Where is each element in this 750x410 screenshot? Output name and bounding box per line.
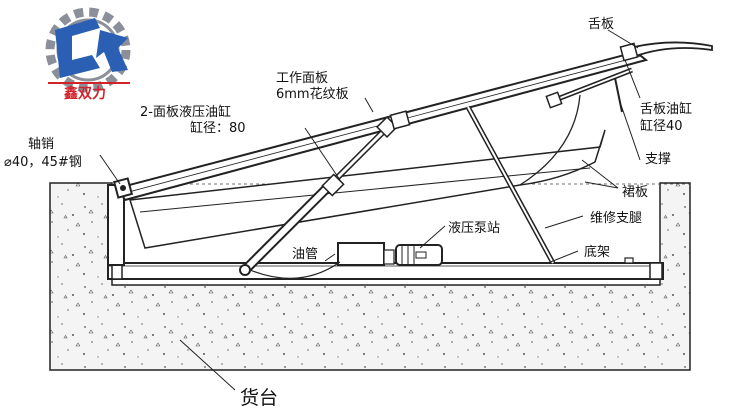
oil-pipe: [249, 261, 341, 279]
brand-name: 鑫双力: [63, 85, 106, 102]
leader-lines: [99, 29, 641, 391]
main-cylinder: [239, 110, 411, 276]
label-pivot-pin-line2: ⌀40，45#钢: [4, 155, 82, 170]
label-support: 支撑: [645, 152, 671, 167]
label-hydraulic-station: 液压泵站: [448, 221, 500, 236]
label-lip-cylinder-line1: 舌板油缸: [640, 101, 692, 117]
label-main-cylinder-line2: 缸径：80: [190, 120, 246, 136]
label-work-surface-line1: 工作面板: [276, 71, 328, 86]
lip-plate: [619, 41, 713, 62]
hydraulic-station: [337, 242, 443, 266]
label-pivot-pin-line1: 轴销: [28, 137, 54, 152]
label-maintenance-leg: 维修支腿: [590, 211, 642, 226]
skirt-plate: [129, 94, 606, 249]
label-lip-cylinder-line2: 缸径40: [640, 118, 683, 134]
maintenance-leg: [465, 105, 556, 265]
logo-arrow-shape: [96, 30, 128, 72]
label-base-frame: 底架: [584, 244, 610, 260]
label-lip-plate: 舌板: [588, 17, 614, 32]
logo-letter-shape: [55, 18, 100, 78]
label-main-cylinder-line1: 2-面板液压油缸: [140, 104, 231, 120]
logo-underline: [48, 82, 130, 84]
label-oil-pipe: 油管: [292, 247, 318, 262]
brand-logo: 鑫双力: [45, 7, 131, 102]
label-platform: 货台: [240, 387, 278, 409]
support-strut: [614, 77, 623, 113]
label-work-surface-line2: 6mm花纹板: [276, 86, 349, 102]
pivot-pin: [112, 177, 134, 199]
lip-cylinder: [545, 67, 633, 109]
label-skirt-plate: 裙板: [622, 185, 648, 200]
